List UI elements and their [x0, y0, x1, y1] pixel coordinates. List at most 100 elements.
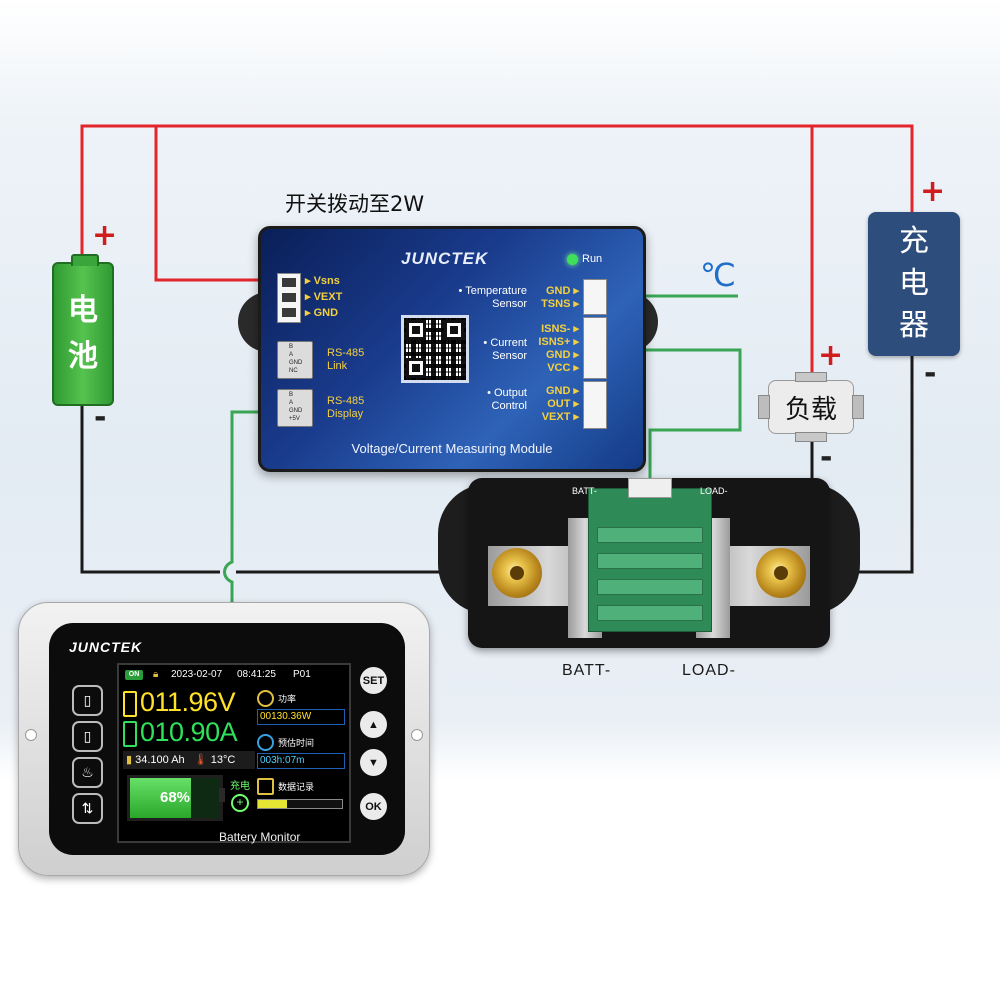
current-icon	[123, 720, 137, 747]
pin-gnd: GND	[313, 307, 339, 319]
power-caption: 功率	[278, 693, 297, 704]
run-led-icon	[567, 254, 578, 265]
lock-icon: 🔒︎	[153, 669, 159, 680]
shunt-load-label: LOAD-	[700, 486, 728, 496]
ok-button[interactable]: OK	[360, 793, 387, 820]
current-sensor-pins: ISNS- ▸ ISNS+ ▸ GND ▸ VCC ▸	[538, 323, 579, 374]
switch-note: 开关拨动至2W	[285, 192, 425, 216]
shunt-batt-label: BATT-	[572, 486, 597, 496]
down-button[interactable]: ▼	[360, 749, 387, 776]
thermometer-icon: 🌡︎	[193, 754, 208, 766]
battery-monitor: JUNCTEK ▯ ▯ ♨ ⇅ SET ▲ ▼ OK ON 🔒︎ 2023-02…	[18, 602, 430, 876]
record-icon	[257, 777, 274, 795]
display-wire	[223, 410, 282, 612]
mount-hole-left	[25, 729, 37, 741]
current-readout: 010.90A	[123, 717, 238, 748]
current-sensor-wire	[612, 348, 742, 478]
voltage-icon	[123, 690, 137, 717]
output-control-pins: GND ▸ OUT ▸ VEXT ▸	[541, 385, 579, 423]
battery-level-bar: 68%	[127, 775, 223, 821]
qr-code-icon	[401, 315, 469, 383]
battery-percent: 68%	[159, 789, 191, 806]
direction-button[interactable]: ⇅	[72, 793, 103, 824]
charger-label-3: 器	[899, 308, 929, 343]
rs485-display-port	[277, 389, 313, 427]
current-sensor-header	[583, 317, 607, 379]
clock-icon	[257, 733, 274, 751]
charger-label-1: 充	[899, 224, 929, 259]
charger-label-2: 电	[899, 266, 929, 301]
time-estimate-panel: 预估时间 003h:07m	[257, 733, 345, 769]
record-panel: 数据记录	[257, 777, 345, 809]
battery-label-2: 池	[68, 339, 98, 374]
battery-plus-sign: +	[92, 218, 118, 253]
load-bolt-icon	[756, 548, 806, 598]
monitor-screen: ON 🔒︎ 2023-02-07 08:41:25 P01 011.96V 01…	[117, 663, 351, 843]
battery-cap	[71, 254, 99, 266]
pin-vsns: Vsns	[313, 275, 340, 287]
load-label: 负载	[784, 394, 837, 425]
temp-sensor-header	[583, 279, 607, 315]
temp-sensor-pins: GND ▸ TSNS ▸	[541, 285, 579, 310]
battery-label-1: 电	[68, 293, 98, 328]
charger-box: 充 电 器	[868, 212, 960, 356]
set-button[interactable]: SET	[360, 667, 387, 694]
capacity-line: ▮ 34.100 Ah 🌡︎ 13°C	[123, 751, 255, 769]
shunt-pcb	[588, 488, 712, 632]
load-minus-sign: -	[820, 440, 833, 475]
battery-level-fill	[130, 778, 192, 818]
charge-label: 充电	[230, 781, 250, 792]
load-top-stub	[795, 372, 827, 382]
charger-plus-sign: +	[920, 174, 946, 209]
load-bottom-stub	[795, 432, 827, 442]
run-label: Run	[582, 253, 603, 265]
rs485-link-port	[277, 341, 313, 379]
positive-wire	[80, 124, 914, 258]
status-time: 08:41:25	[237, 669, 276, 680]
alarm-button[interactable]: ♨	[72, 757, 103, 788]
mount-hole-right	[411, 729, 423, 741]
charge-plus-icon: +	[231, 794, 249, 812]
battery-minus-sign: -	[94, 400, 107, 435]
monitor-face: JUNCTEK ▯ ▯ ♨ ⇅ SET ▲ ▼ OK ON 🔒︎ 2023-02…	[49, 623, 405, 855]
batt-terminal-label: BATT-	[562, 662, 612, 679]
load-plus-sign: +	[818, 338, 844, 373]
temperature-value: 13°C	[210, 754, 236, 766]
output-control-header	[583, 381, 607, 429]
battery-icon: 电 池	[52, 254, 114, 406]
record-caption: 数据记录	[278, 781, 315, 792]
batt-bolt-icon	[492, 548, 542, 598]
record-progress	[257, 799, 343, 809]
status-date: 2023-02-07	[171, 669, 223, 680]
capacity-value: 34.100 Ah	[135, 754, 185, 766]
shunt-sensor-connector	[628, 478, 672, 498]
vsns-wire	[154, 126, 278, 282]
battery-mode-button[interactable]: ▯	[72, 685, 103, 716]
temperature-symbol: ℃	[700, 256, 736, 294]
charge-indicator: 充电 +	[229, 777, 251, 812]
power-value: 00130.36W	[257, 709, 345, 725]
vsns-terminal	[277, 273, 301, 323]
on-badge: ON	[125, 670, 143, 680]
monitor-footer: Battery Monitor	[219, 830, 301, 844]
status-profile: P01	[293, 669, 311, 680]
up-button[interactable]: ▲	[360, 711, 387, 738]
device-mode-button[interactable]: ▯	[72, 721, 103, 752]
shunt: BATT- LOAD-	[468, 478, 830, 648]
left-pin-labels: ▸ Vsns ▸ VEXT ▸ GND	[305, 275, 343, 319]
capacity-icon: ▮	[126, 754, 133, 766]
time-estimate-caption: 预估时间	[278, 737, 315, 748]
module-brand: JUNCTEK	[401, 249, 489, 268]
power-icon	[257, 689, 274, 707]
voltage-readout: 011.96V	[123, 687, 236, 718]
pin-vext: VEXT	[313, 291, 343, 303]
